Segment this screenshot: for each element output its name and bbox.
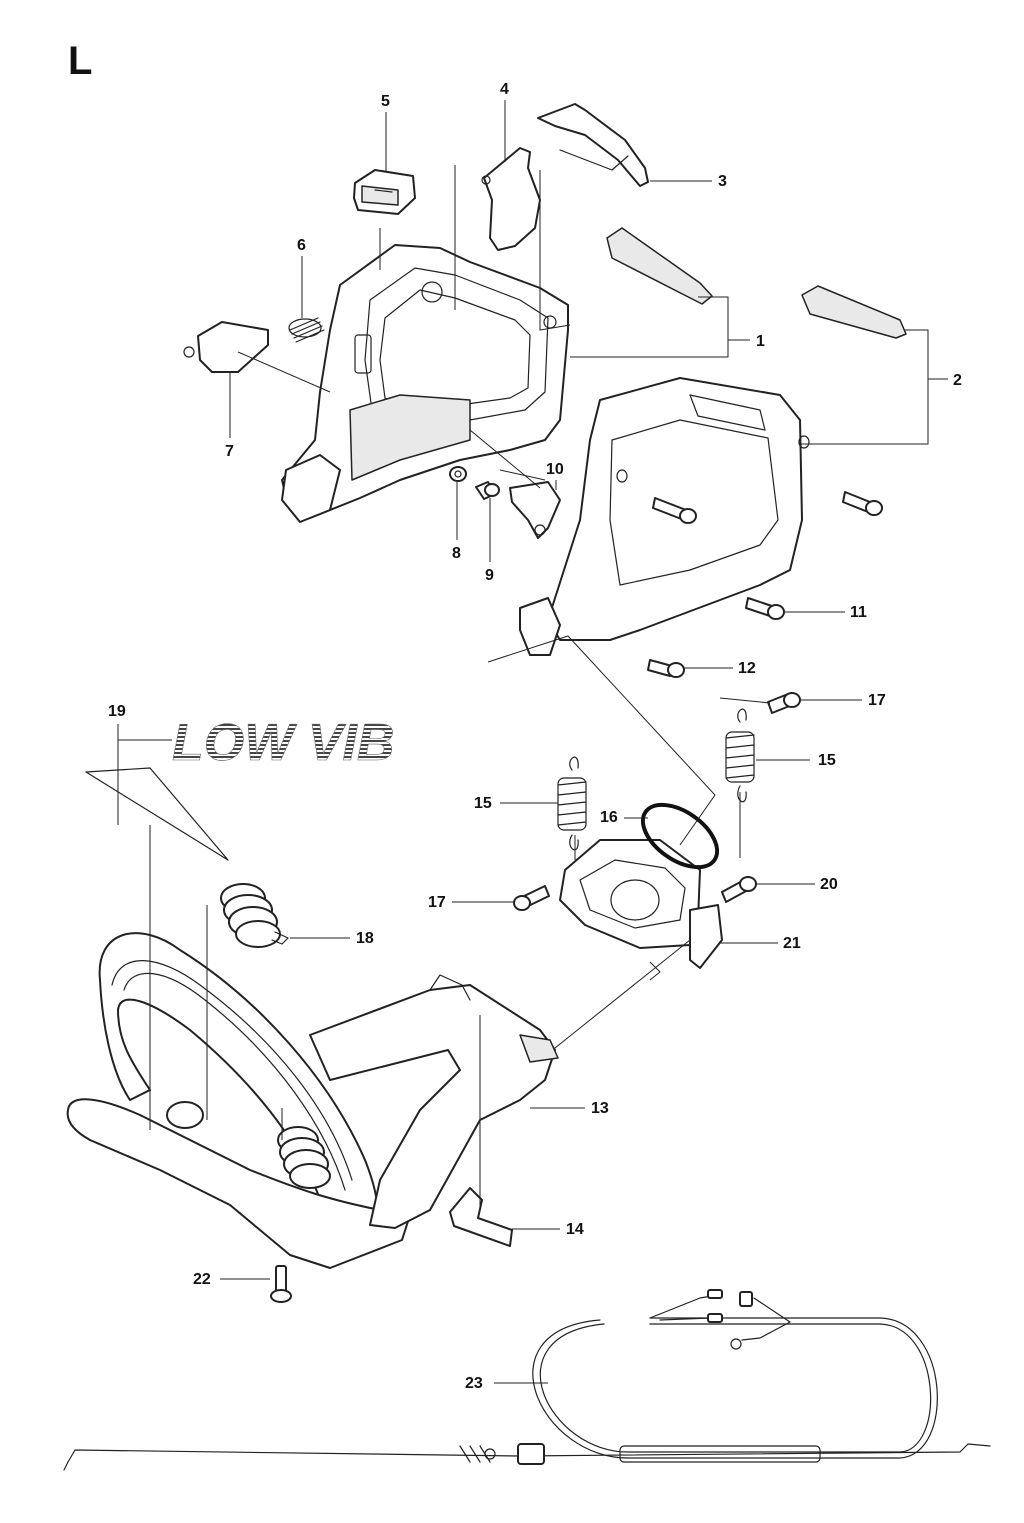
callout-15-left: 15 xyxy=(474,795,492,812)
rear-handle-left-half xyxy=(281,244,569,523)
callout-16: 16 xyxy=(600,809,618,826)
callout-1: 1 xyxy=(756,333,765,350)
part-4-lever xyxy=(481,147,541,251)
callout-5: 5 xyxy=(381,93,390,110)
callout-2: 2 xyxy=(953,372,962,389)
part-14-clip xyxy=(449,1187,513,1247)
part-6-spring xyxy=(288,317,325,343)
part-2-grip-cap xyxy=(801,285,907,339)
callout-17-upper: 17 xyxy=(868,692,886,709)
callout-8: 8 xyxy=(452,545,461,562)
callout-leaders xyxy=(117,100,948,1384)
callout-6: 6 xyxy=(297,237,306,254)
callout-15-right: 15 xyxy=(818,752,836,769)
callout-10: 10 xyxy=(546,461,564,478)
callout-11: 11 xyxy=(850,604,867,621)
part-17-screw-upper xyxy=(767,692,801,714)
part-15-spring-right xyxy=(725,708,755,803)
part-15-spring-left xyxy=(557,756,587,851)
part-17-screw-lower xyxy=(513,885,550,911)
callout-21: 21 xyxy=(783,935,801,952)
part-21-av-bracket xyxy=(559,839,723,969)
av-spring-lower xyxy=(166,1101,331,1189)
callout-12: 12 xyxy=(738,660,756,677)
low-vib-logo-text: LOW VIB xyxy=(172,714,394,772)
part-18-av-spring xyxy=(220,883,289,948)
part-20-screw xyxy=(721,876,757,903)
part-9-screw xyxy=(475,481,500,500)
housing-screws xyxy=(647,491,883,678)
part-22-bolt xyxy=(270,1265,292,1303)
part-8-washer xyxy=(449,466,467,482)
callout-18: 18 xyxy=(356,930,374,947)
callout-20: 20 xyxy=(820,876,838,893)
callout-4: 4 xyxy=(500,81,509,98)
part-23-throttle-cable xyxy=(63,1289,991,1471)
callout-7: 7 xyxy=(225,443,234,460)
callout-23: 23 xyxy=(465,1375,483,1392)
callout-numbers: 1 2 3 4 5 6 7 8 9 10 11 12 13 14 15 15 1… xyxy=(108,81,962,1392)
part-5-switch xyxy=(353,169,416,215)
callout-17-lower: 17 xyxy=(428,894,446,911)
part-19-low-vib-decal: LOW VIB xyxy=(85,714,395,861)
callout-13: 13 xyxy=(591,1100,609,1117)
section-letter: L xyxy=(68,39,92,83)
part-1-grip-cap xyxy=(606,227,713,305)
callout-14: 14 xyxy=(566,1221,584,1238)
assembly-lines xyxy=(149,165,771,1210)
callout-9: 9 xyxy=(485,567,494,584)
part-16-o-ring xyxy=(640,802,720,870)
part-7-bracket xyxy=(183,321,269,373)
part-3-trigger xyxy=(537,103,649,187)
callout-19: 19 xyxy=(108,703,126,720)
callout-3: 3 xyxy=(718,173,727,190)
part-10-pivot xyxy=(509,481,561,539)
part-13-front-handle xyxy=(66,932,559,1269)
callout-22: 22 xyxy=(193,1271,211,1288)
